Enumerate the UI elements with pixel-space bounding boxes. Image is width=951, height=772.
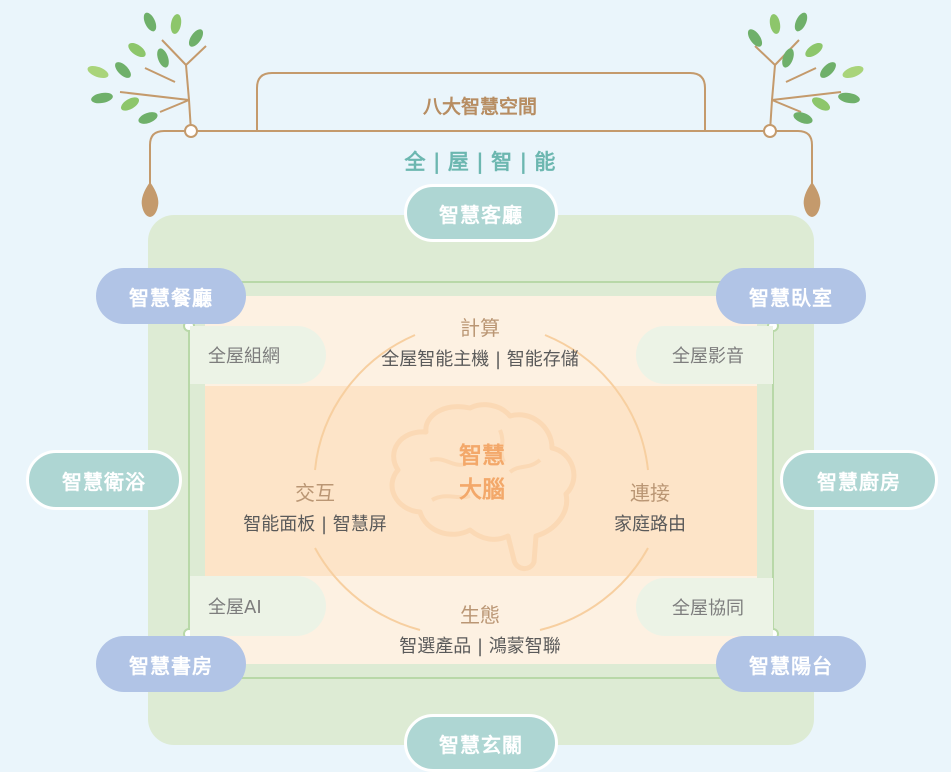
room-study: 智慧書房 bbox=[96, 636, 246, 692]
room-bedroom: 智慧臥室 bbox=[716, 268, 866, 324]
corner-networking: 全屋組網 bbox=[190, 326, 326, 384]
room-bathroom-label: 智慧衛浴 bbox=[62, 469, 146, 494]
core-band bbox=[205, 386, 757, 576]
room-bedroom-label: 智慧臥室 bbox=[749, 285, 833, 310]
section-compute-sub: 全屋智能主機 | 智能存儲 bbox=[381, 349, 579, 370]
room-bathroom: 智慧衛浴 bbox=[26, 450, 182, 510]
tree-leaves bbox=[87, 12, 864, 124]
room-entrance: 智慧玄關 bbox=[404, 714, 558, 772]
center-brain-line1: 智慧 bbox=[459, 443, 505, 469]
branch-node-right bbox=[763, 124, 777, 138]
room-entrance-label: 智慧玄關 bbox=[439, 732, 523, 757]
corner-coordination: 全屋協同 bbox=[636, 578, 773, 636]
room-kitchen-label: 智慧廚房 bbox=[817, 469, 901, 494]
center-brain-line2: 大腦 bbox=[459, 477, 505, 503]
room-dining-room: 智慧餐廳 bbox=[96, 268, 246, 324]
house-inner-frame bbox=[188, 281, 774, 679]
corner-audio-video: 全屋影音 bbox=[636, 326, 773, 384]
corner-networking-label: 全屋組網 bbox=[208, 346, 280, 367]
room-balcony: 智慧陽台 bbox=[716, 636, 866, 692]
room-dining-room-label: 智慧餐廳 bbox=[129, 285, 213, 310]
tree-icon bbox=[119, 39, 842, 190]
section-ecosystem-sub: 智選產品 | 鴻蒙智聯 bbox=[399, 636, 561, 657]
section-connection-title: 連接 bbox=[630, 481, 670, 505]
diagram-title: 八大智慧空間 bbox=[422, 96, 537, 118]
room-study-label: 智慧書房 bbox=[129, 653, 213, 678]
room-kitchen: 智慧廚房 bbox=[780, 450, 938, 510]
diagram-subtitle: 全 | 屋 | 智 | 能 bbox=[404, 150, 556, 174]
corner-coordination-label: 全屋協同 bbox=[672, 598, 744, 619]
corner-audio-video-label: 全屋影音 bbox=[672, 346, 744, 367]
room-living-room-label: 智慧客廳 bbox=[439, 202, 523, 227]
section-ecosystem-title: 生態 bbox=[460, 603, 500, 627]
room-balcony-label: 智慧陽台 bbox=[749, 653, 833, 678]
corner-ai-label: 全屋AI bbox=[208, 597, 262, 618]
seed-icon-right bbox=[803, 182, 821, 217]
room-living-room: 智慧客廳 bbox=[404, 184, 558, 242]
section-interaction-title: 交互 bbox=[295, 481, 335, 505]
seed-icon bbox=[141, 182, 159, 217]
corner-ai: 全屋AI bbox=[190, 576, 326, 636]
section-compute-title: 計算 bbox=[460, 316, 500, 340]
branch-node-left bbox=[184, 124, 198, 138]
section-connection-sub: 家庭路由 bbox=[614, 514, 686, 535]
section-interaction-sub: 智能面板 | 智慧屏 bbox=[243, 514, 387, 535]
